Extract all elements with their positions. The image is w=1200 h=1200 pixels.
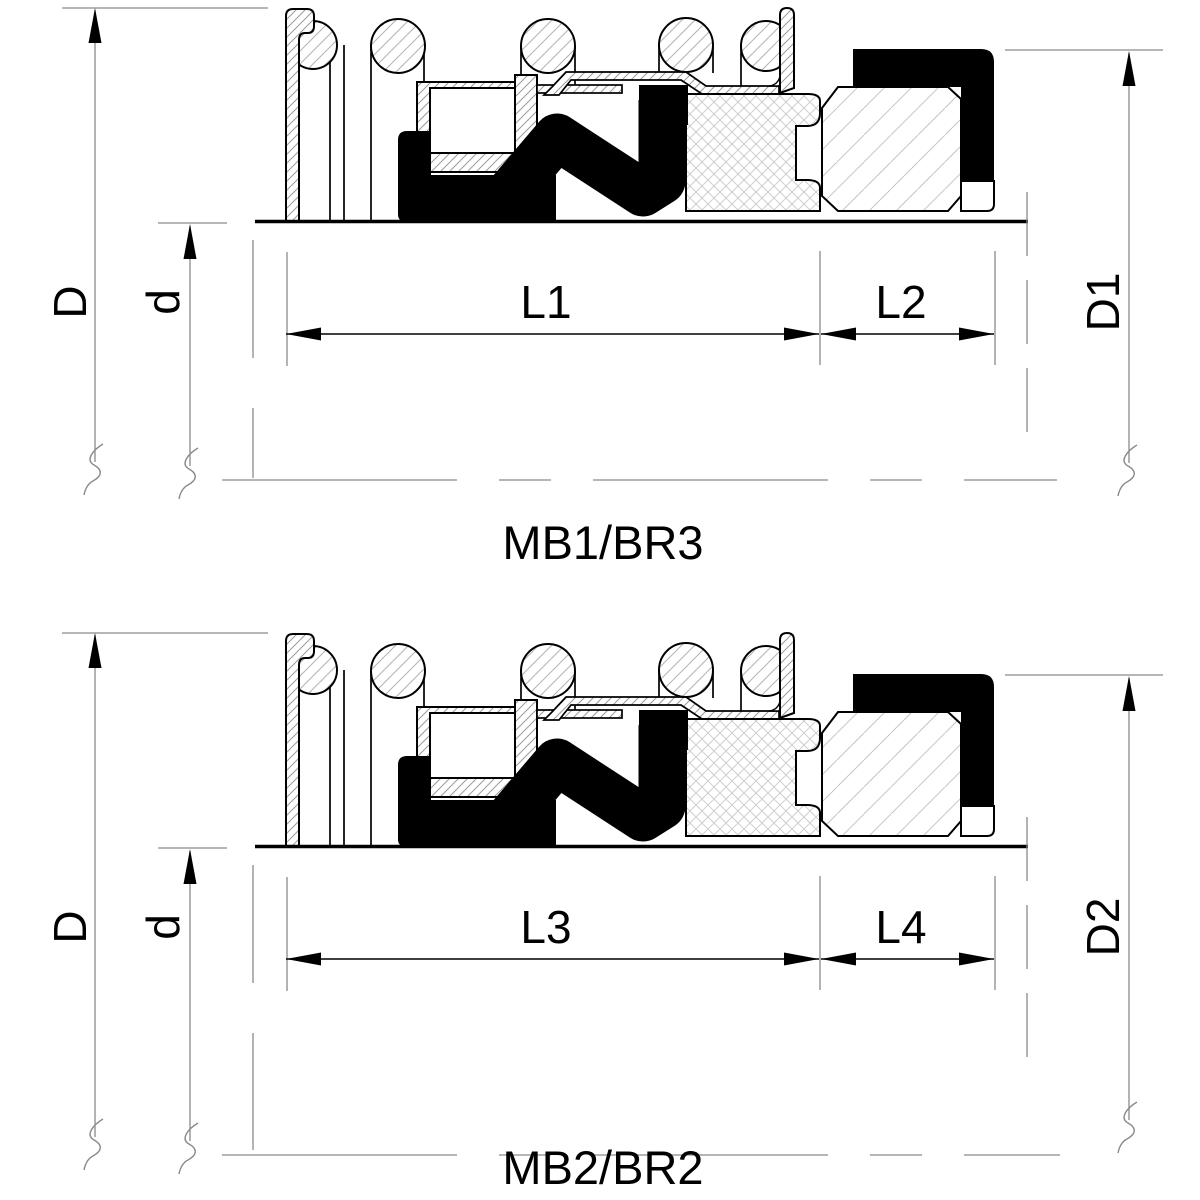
- label-seat-diameter: D2: [1077, 898, 1129, 957]
- caption-mb2: MB2/BR2: [502, 1141, 703, 1194]
- label-outer-diameter: D: [44, 910, 96, 943]
- label-shaft-diameter: d: [137, 289, 189, 315]
- seal-section-mb1: [255, 8, 1028, 222]
- dimensions-mb1: [62, 8, 1163, 499]
- label-outer-diameter: D: [44, 285, 96, 318]
- labels-mb1: D d L1 L2 D1 MB1/BR3: [44, 273, 1129, 569]
- label-seat-length: L2: [875, 276, 926, 328]
- label-shaft-diameter: d: [137, 914, 189, 940]
- caption-mb1: MB1/BR3: [502, 516, 703, 569]
- label-head-length: L3: [520, 901, 571, 953]
- labels-mb2: D d L3 L4 D2 MB2/BR2: [44, 898, 1129, 1194]
- seal-section-mb2: [255, 633, 1028, 847]
- label-head-length: L1: [520, 276, 571, 328]
- label-seat-diameter: D1: [1077, 273, 1129, 332]
- label-seat-length: L4: [875, 901, 926, 953]
